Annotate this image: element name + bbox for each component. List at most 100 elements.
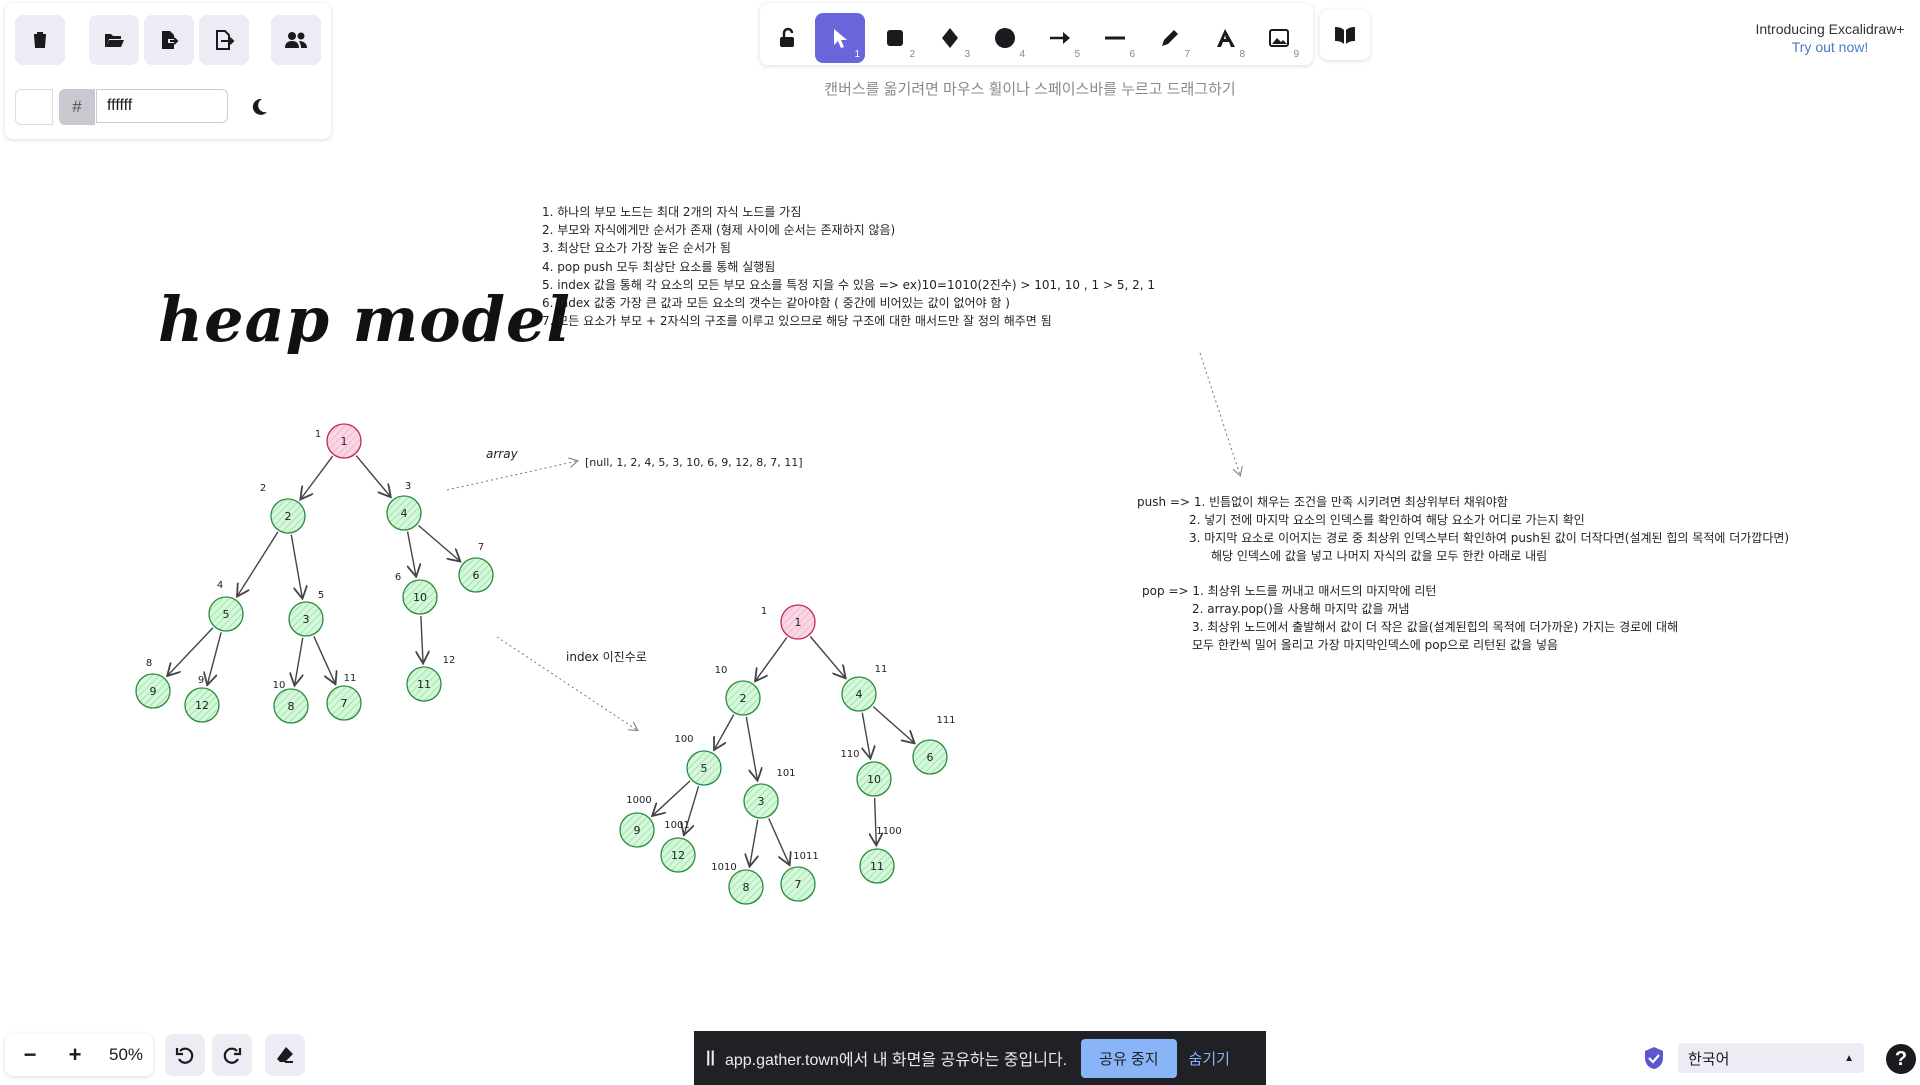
language-select[interactable]: 한국어 ▲ (1678, 1043, 1864, 1073)
open-button[interactable] (89, 15, 139, 65)
save-button[interactable] (144, 15, 194, 65)
selection-tool[interactable]: 1 (815, 13, 865, 63)
export-button[interactable] (199, 15, 249, 65)
tree-node-index: 3 (405, 481, 411, 492)
share-text: app.gather.town에서 내 화면을 공유하는 중입니다. (724, 1052, 1068, 1069)
undo-icon (175, 1047, 194, 1064)
tree-edge (872, 706, 913, 743)
tree-node-value: 6 (927, 751, 934, 764)
tree-node-index: 111 (936, 715, 955, 726)
eraser-button[interactable] (265, 1034, 305, 1076)
draw-tool[interactable]: 7 (1145, 13, 1195, 63)
diamond-tool[interactable]: 3 (925, 13, 975, 63)
help-button[interactable]: ? (1886, 1044, 1916, 1074)
note-line-3: 3. 최상단 요소가 가장 높은 순서가 됨 (542, 241, 731, 256)
dotted-arrows (446, 352, 1240, 730)
tree-node (326, 685, 362, 721)
pop-line-3: 3. 최상위 노드에서 출발해서 값이 더 작은 값을(설계된힙의 목적에 더가… (1192, 620, 1679, 634)
tree-edge (313, 636, 335, 683)
zoom-level[interactable]: 50% (108, 1045, 144, 1064)
tree-edge (768, 818, 789, 864)
tree-node-index: 11 (875, 664, 888, 675)
pencil-icon (1162, 30, 1178, 46)
trash-icon (34, 32, 46, 48)
tree-node (912, 739, 948, 775)
tree-node (841, 676, 877, 712)
tree-node-index: 6 (395, 572, 401, 583)
note-line-2: 2. 부모와 자식에게만 순서가 존재 (형제 사이에 순서는 존재하지 않음) (542, 223, 896, 238)
tree-node (288, 601, 324, 637)
collaborate-button[interactable] (271, 15, 321, 65)
rectangle-key: 2 (909, 49, 915, 60)
rectangle-tool[interactable]: 2 (870, 13, 920, 63)
eraser-icon (277, 1047, 293, 1063)
tree-node (135, 673, 171, 709)
lock-tool[interactable] (763, 13, 813, 63)
tree-node-value: 8 (288, 700, 295, 713)
help-icon: ? (1894, 1047, 1908, 1070)
tree-node-index: 1001 (664, 820, 689, 831)
tree-edge (684, 786, 700, 834)
zoom-in-button[interactable]: + (68, 1042, 82, 1067)
tree-node-index: 1 (761, 606, 767, 617)
circle-icon (995, 28, 1015, 48)
ellipse-tool[interactable]: 4 (980, 13, 1030, 63)
language-value: 한국어 (1688, 1050, 1730, 1068)
note-line-7: 7. 모든 요소가 부모 + 2자식의 구조를 이루고 있으므로 해당 구조에 … (542, 314, 1052, 329)
tree-node (326, 423, 362, 459)
canvas-title: heap model (158, 283, 571, 356)
tree-edge (208, 632, 222, 683)
encryption-badge[interactable] (1643, 1046, 1667, 1070)
library-button[interactable] (1320, 10, 1370, 60)
tree-node-index: 10 (715, 665, 728, 676)
image-tool[interactable]: 9 (1254, 13, 1304, 63)
main-menu-panel: # ffffff (5, 3, 331, 139)
pop-line-2: 2. array.pop()을 사용해 마지막 값을 꺼냄 (1192, 602, 1410, 616)
tree-node-index: 8 (146, 658, 152, 669)
tree-edge (417, 524, 459, 560)
tree-node-index: 5 (318, 590, 324, 601)
promo-link[interactable]: Try out now! (1791, 39, 1869, 55)
arrow-tool[interactable]: 5 (1035, 13, 1085, 63)
bg-color-hash: # (59, 89, 95, 125)
tree-node-value: 3 (303, 613, 310, 626)
bg-color-swatch[interactable] (15, 89, 53, 125)
undo-button[interactable] (165, 1034, 205, 1076)
redo-button[interactable] (212, 1034, 252, 1076)
tree-edge (406, 531, 416, 576)
tree-node-index: 11 (344, 673, 357, 684)
note-line-1: 1. 하나의 부모 노드는 최대 2개의 자식 노드를 가짐 (542, 205, 802, 219)
push-block: push => 1. 빈틈없이 채우는 조건을 만족 시키려면 최상위부터 채워… (1137, 493, 1789, 565)
zoom-out-button[interactable]: − (23, 1042, 37, 1067)
tree-node-index: 1011 (793, 851, 818, 862)
folder-open-icon (105, 34, 124, 47)
tree-node-index: 101 (776, 768, 795, 779)
tree-node-index: 110 (840, 749, 859, 760)
tree-edge (750, 819, 758, 866)
tree-node-value: 7 (341, 697, 348, 710)
tree-node-index: 9 (198, 675, 204, 686)
image-icon (1269, 29, 1289, 47)
ellipse-key: 4 (1019, 49, 1025, 60)
tree-node (660, 837, 696, 873)
array-pointer-arrow (446, 461, 577, 491)
text-tool[interactable]: 8 (1200, 13, 1250, 63)
tree-node-value: 9 (634, 824, 641, 837)
tree-node-value: 3 (758, 795, 765, 808)
array-text: [null, 1, 2, 4, 5, 3, 10, 6, 9, 12, 8, 7… (585, 456, 803, 469)
pop-line-1: pop => 1. 최상위 노드를 꺼내고 매서드의 마지막에 리턴 (1142, 584, 1437, 598)
notes-pointer-arrow (1199, 352, 1240, 475)
bg-color-input[interactable]: ffffff (96, 89, 228, 123)
tree-node-index: 1 (315, 429, 321, 440)
hide-share-button[interactable]: 숨기기 (1188, 1050, 1230, 1068)
clear-canvas-button[interactable] (15, 15, 65, 65)
diamond-key: 3 (964, 49, 970, 60)
stop-share-button[interactable]: 공유 중지 (1081, 1038, 1177, 1078)
tree-edge (421, 615, 423, 662)
pop-line-4: 모두 한칸씩 밀어 올리고 가장 마지막인덱스에 pop으로 리턴된 값을 넣음 (1192, 638, 1559, 652)
theme-toggle-button[interactable] (241, 89, 277, 125)
line-tool[interactable]: 6 (1090, 13, 1140, 63)
tree-node (208, 596, 244, 632)
pop-block: pop => 1. 최상위 노드를 꺼내고 매서드의 마지막에 리턴 2. ar… (1142, 582, 1678, 654)
pointer-icon (834, 29, 847, 48)
